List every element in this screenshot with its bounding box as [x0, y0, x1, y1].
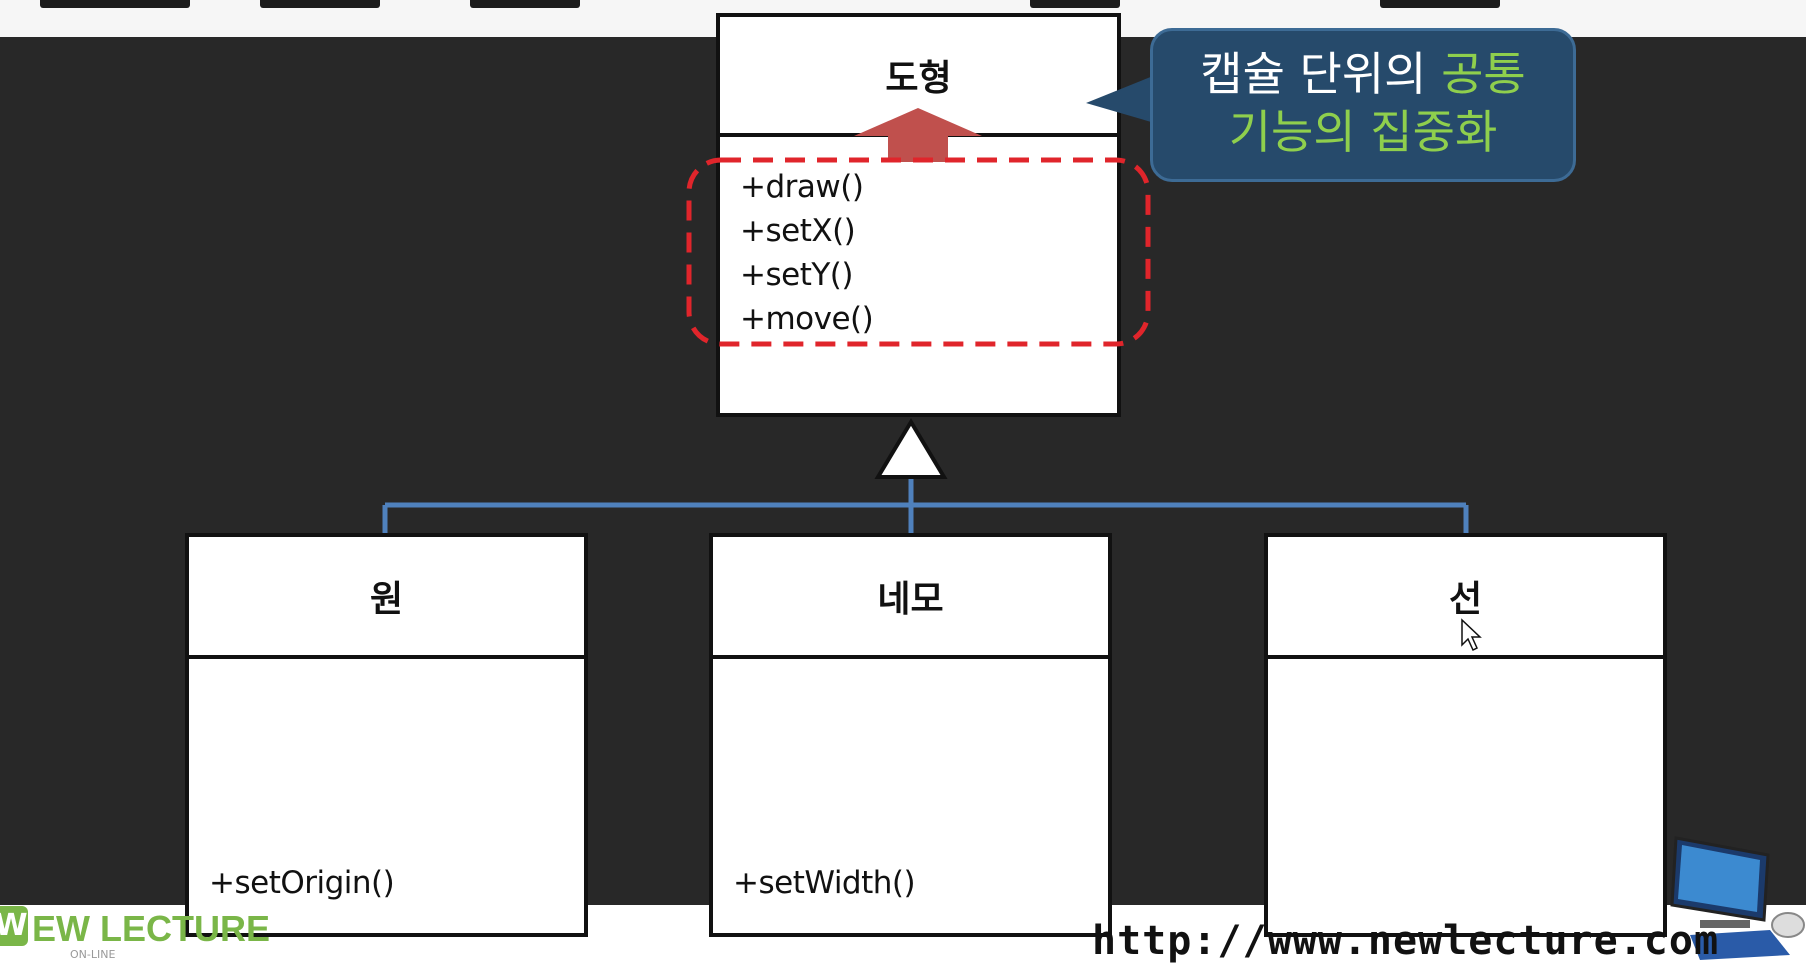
inheritance-arrowhead: [874, 418, 948, 479]
child-class-circle-name: 원: [189, 537, 584, 659]
cursor-icon: [1461, 618, 1482, 652]
site-url: http://www.newlecture.com: [1092, 918, 1720, 964]
callout-pointer: [1086, 74, 1158, 124]
child-class-line-box: 선: [1264, 533, 1667, 937]
method-set-origin: +setOrigin(): [209, 865, 395, 901]
method-sety: +setY(): [740, 257, 853, 293]
highlight-dashed-frame: [686, 157, 1151, 347]
method-draw: +draw(): [740, 169, 864, 205]
monitor-icon: [1670, 836, 1805, 960]
child-class-rectangle-box: 네모 +setWidth(): [709, 533, 1112, 937]
method-setx: +setX(): [740, 213, 856, 249]
logo-text: EW LECTURE: [32, 908, 270, 949]
child-class-line-name: 선: [1268, 537, 1663, 659]
callout-line-1: 캡슐 단위의 공통: [1153, 45, 1573, 103]
callout-bubble: 캡슐 단위의 공통 기능의 집중화: [1150, 28, 1576, 182]
logo-w-badge: W: [0, 906, 28, 946]
child-class-rectangle-name: 네모: [713, 537, 1108, 659]
up-arrow-icon: [854, 108, 982, 162]
method-set-width: +setWidth(): [733, 865, 916, 901]
child-class-circle-box: 원 +setOrigin(): [185, 533, 588, 937]
inheritance-connectors: [382, 477, 1469, 533]
method-move: +move(): [740, 301, 874, 337]
callout-line-2: 기능의 집중화: [1228, 105, 1498, 159]
parent-class-box: 도형 +draw() +setX() +setY() +move(): [716, 13, 1121, 417]
logo-subtext: ON-LINE: [70, 948, 116, 961]
callout-line-1-prefix: 캡슐 단위의: [1200, 47, 1442, 101]
callout-line-1-highlight: 공통: [1441, 47, 1526, 101]
